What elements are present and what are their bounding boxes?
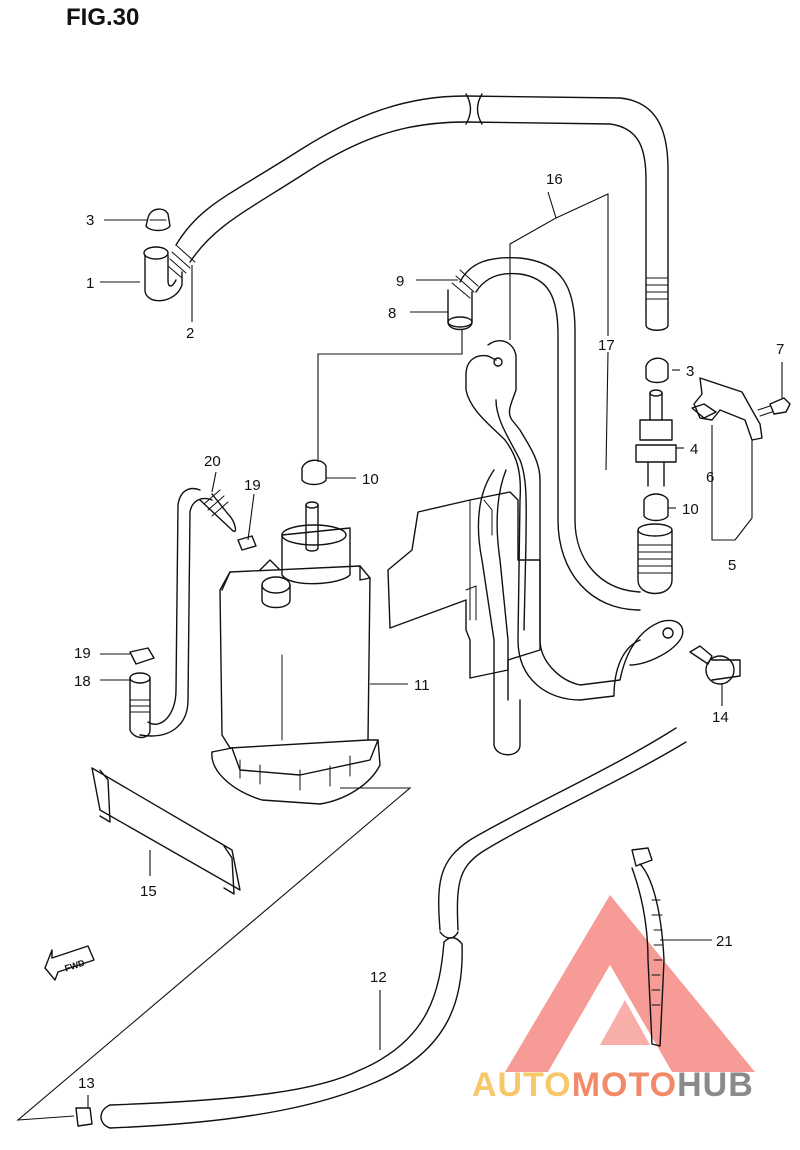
label-part-4: 4: [690, 441, 698, 458]
label-part-15: 15: [140, 883, 157, 900]
label-part-17: 17: [598, 337, 615, 354]
label-part-14: 14: [712, 709, 729, 726]
fwd-label: FWD: [63, 958, 86, 974]
pipe-assembly: [465, 340, 684, 756]
label-part-16: 16: [546, 171, 563, 188]
clip-3-left: [145, 208, 171, 232]
watermark-logo: [505, 895, 755, 1072]
clip-10-left: [301, 459, 327, 486]
clip-10-right: [643, 493, 669, 522]
hose-20: [139, 487, 237, 737]
label-part-3-right: 3: [686, 363, 694, 380]
label-part-6: 6: [706, 469, 714, 486]
label-part-10-right: 10: [682, 501, 699, 518]
canister-11: [211, 501, 381, 805]
label-part-11: 11: [414, 677, 430, 694]
label-part-9: 9: [396, 273, 404, 290]
label-part-10-left: 10: [362, 471, 379, 488]
bolt-7: [757, 397, 791, 417]
leader-bracket: [711, 425, 753, 541]
watermark-text: AUTOMOTOHUB: [472, 1066, 754, 1105]
drain-hose-12: [100, 727, 687, 1129]
label-part-19-lower: 19: [74, 645, 91, 662]
breather-hose-upper: [167, 93, 669, 331]
label-part-20: 20: [204, 453, 221, 470]
valve-hose-lower: [637, 523, 673, 595]
clamp-13: [75, 1107, 93, 1127]
label-part-2: 2: [186, 325, 194, 342]
bolt-14: [689, 645, 741, 685]
label-part-8: 8: [388, 305, 396, 322]
watermark-hub: HUB: [677, 1066, 754, 1104]
valve-bracket: [691, 377, 763, 441]
clip-19-lower: [129, 647, 155, 665]
label-part-18: 18: [74, 673, 91, 690]
label-part-19-upper: 19: [244, 477, 261, 494]
label-part-13: 13: [78, 1075, 95, 1092]
hose-18: [129, 672, 151, 739]
clip-3-right: [645, 357, 669, 384]
fwd-arrow: FWD: [44, 945, 95, 981]
label-part-5: 5: [728, 557, 736, 574]
short-hose-8: [447, 289, 473, 331]
strap-21: [631, 847, 665, 1047]
label-part-3-left: 3: [86, 212, 94, 229]
clip-19-upper: [237, 535, 257, 551]
canister-hose: [451, 256, 641, 611]
watermark-moto: MOTO: [571, 1066, 678, 1104]
leader-lines: [16, 191, 783, 1121]
label-part-21: 21: [716, 933, 733, 950]
valve-4: [635, 389, 677, 487]
watermark-auto: AUTO: [472, 1066, 572, 1104]
label-part-7: 7: [776, 341, 784, 358]
label-part-12: 12: [370, 969, 387, 986]
frame-plate: [387, 491, 541, 679]
band-15: [91, 767, 241, 895]
elbow-hose: [143, 246, 183, 302]
figure-title: FIG.30: [66, 4, 140, 31]
label-part-1: 1: [86, 275, 94, 292]
